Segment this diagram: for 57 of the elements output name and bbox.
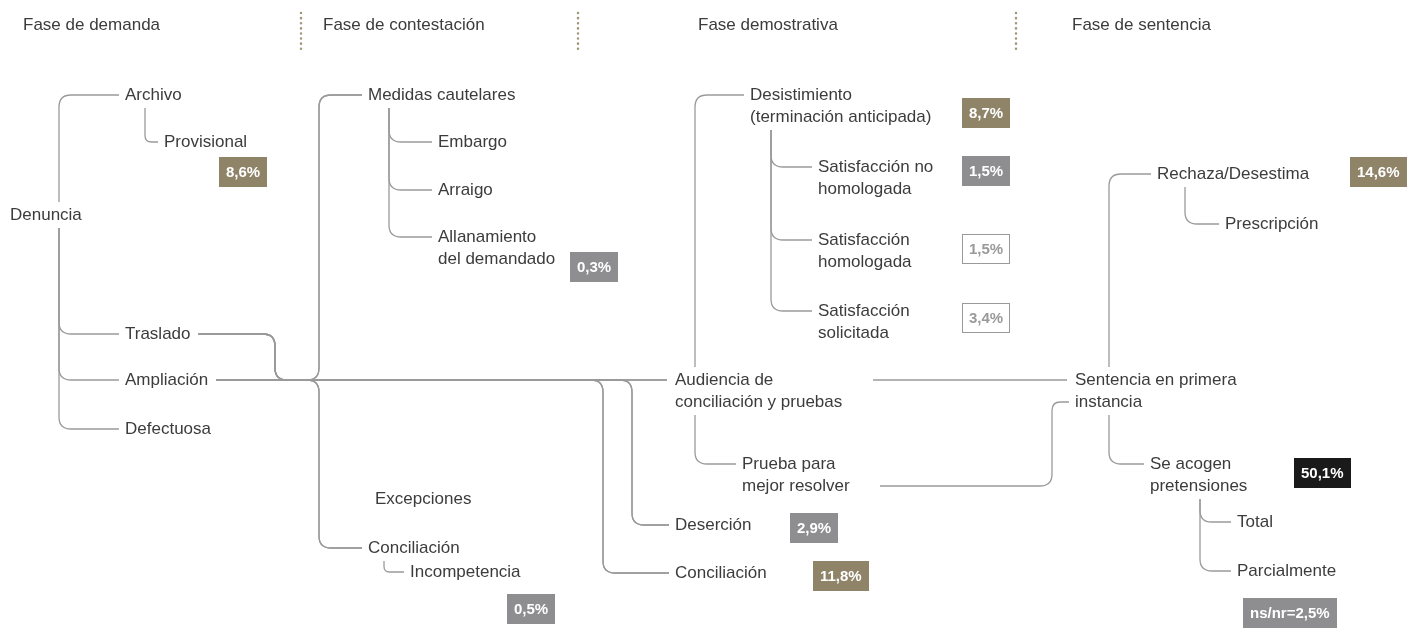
stage-label: Desistimiento (terminación anticipada) (750, 84, 945, 128)
phase-heading: Fase de demanda (23, 14, 161, 36)
percentage-badge: 3,4% (962, 303, 1011, 333)
phase-heading: Fase de contestación (323, 14, 485, 36)
percentage-badge: 8,6% (219, 157, 268, 187)
percentage-badge: 0,5% (507, 594, 556, 624)
percentage-badge: 50,1% (1294, 458, 1351, 488)
percentage-badge: 14,6% (1350, 157, 1407, 187)
connector-line (383, 560, 405, 573)
stage-label: Satisfacción solicitada (818, 300, 953, 344)
stage-label: Provisional (164, 131, 248, 153)
percentage-badge: 1,5% (962, 156, 1011, 186)
percentage-badge: 2,9% (790, 513, 839, 543)
connector-line (872, 379, 1068, 381)
stage-label: Defectuosa (125, 418, 211, 440)
connector-line (770, 129, 813, 312)
stage-label: Se acogen pretensiones (1150, 453, 1270, 497)
stage-label: Archivo (125, 84, 182, 106)
phase-heading: Fase demostrativa (698, 14, 838, 36)
stage-label: Embargo (438, 131, 507, 153)
stage-label: Conciliación (675, 562, 767, 584)
connector-line (388, 107, 433, 238)
stage-label: Sentencia en primera instancia (1075, 369, 1245, 413)
connector-line (1108, 414, 1145, 465)
connector-line (58, 94, 120, 203)
stage-label: Prueba para mejor resolver (742, 453, 872, 497)
stage-label: Arraigo (438, 179, 493, 201)
connector-line (215, 379, 670, 574)
percentage-badge: 0,3% (570, 252, 619, 282)
stage-label: Traslado (125, 323, 191, 345)
percentage-badge: 8,7% (962, 98, 1011, 128)
stage-label: Incompetencia (410, 561, 521, 583)
stage-label: Conciliación (368, 537, 460, 559)
stage-label: Allanamiento del demandado (438, 226, 556, 270)
connector-line (1184, 186, 1220, 225)
connector-line (694, 414, 737, 465)
stage-label: Audiencia de conciliación y pruebas (675, 369, 865, 413)
percentage-badge: ns/nr=2,5% (1243, 598, 1337, 628)
stage-label: Prescripción (1225, 213, 1319, 235)
connector-line (694, 94, 745, 368)
connector-line (1199, 498, 1232, 572)
stage-label: Ampliación (125, 369, 209, 391)
stage-label: Rechaza/Desestima (1157, 163, 1310, 185)
connector-line (879, 401, 1070, 487)
stage-label: Total (1237, 511, 1273, 533)
stage-label: Deserción (675, 514, 752, 536)
stage-label: Parcialmente (1237, 560, 1337, 582)
group-heading: Excepciones (375, 488, 472, 510)
percentage-badge: 11,8% (813, 561, 869, 591)
percentage-badge: 1,5% (962, 234, 1011, 264)
stage-label: Denuncia (10, 204, 82, 226)
stage-label: Satisfacción homologada (818, 229, 953, 273)
connector-line (1108, 173, 1152, 368)
connector-line (58, 227, 120, 430)
phase-heading: Fase de sentencia (1072, 14, 1211, 36)
stage-label: Medidas cautelares (368, 84, 516, 106)
stage-label: Satisfacción no homologada (818, 156, 953, 200)
